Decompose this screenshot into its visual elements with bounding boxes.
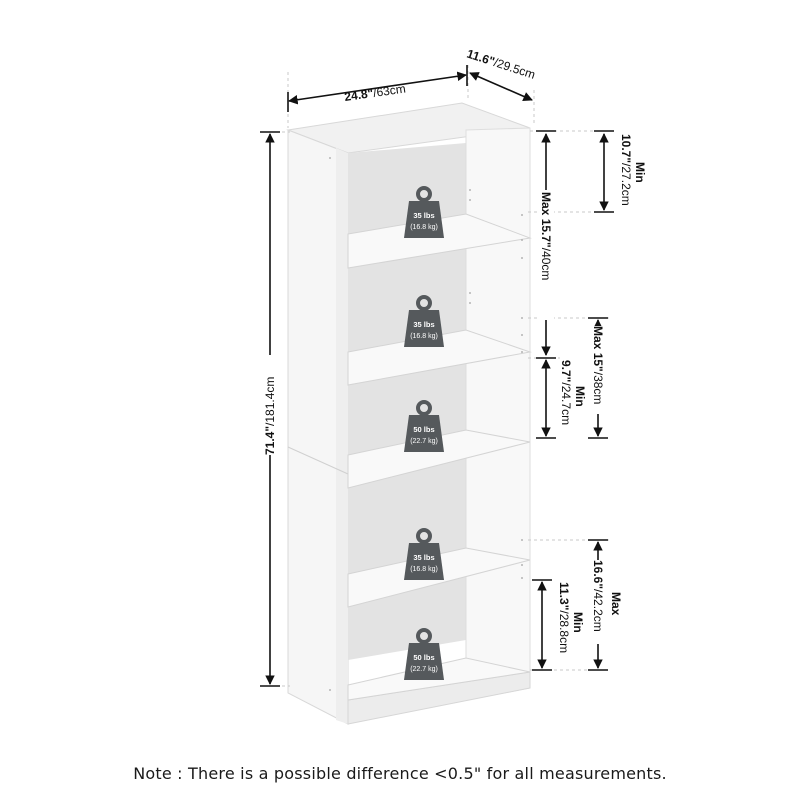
shelf3-max-dimension: Max 15"/38cm (588, 317, 608, 439)
weight-lbs-5: 50 lbs (413, 653, 434, 662)
shelf1-max-metric: /40cm (539, 248, 553, 281)
shelf4-max-imperial: 16.6" (591, 560, 605, 589)
shelf3-max-label: Max 15"/38cm (591, 326, 605, 404)
shelf3-min-dimension: 9.7"/24.7cm Min (536, 357, 587, 439)
height-imperial: 71.4" (263, 426, 277, 455)
shelf1-min-dimension: 10.7"/27.2cm Min (594, 130, 647, 213)
depth-metric: /29.5cm (492, 55, 537, 82)
bookcase-seam (287, 446, 349, 475)
height-dimension: 71.4"/181.4cm (260, 131, 280, 687)
shelf4-max-label: 16.6"/42.2cm (591, 560, 605, 632)
shelf1-min-metric: /27.2cm (619, 163, 633, 206)
shelf5-min-dimension: 11.3"/28.8cm Min (532, 579, 585, 671)
shelf3-min-metric: /24.7cm (559, 382, 573, 425)
shelf5-min-metric: /28.8cm (557, 610, 571, 653)
bookcase-back-panel (348, 143, 466, 660)
height-label: 71.4"/181.4cm (263, 377, 277, 455)
shelf4-max-dimension: 16.6"/42.2cm Max (588, 539, 623, 671)
weight-kg-3: (22.7 kg) (410, 438, 438, 445)
weight-icon-5: 50 lbs (22.7 kg) (404, 628, 444, 680)
depth-label: 11.6"/29.5cm (465, 47, 537, 82)
weight-icon-1: 35 lbs (16.8 kg) (404, 186, 444, 238)
weight-lbs-4: 35 lbs (413, 553, 434, 562)
depth-dimension: 11.6"/29.5cm (465, 47, 537, 101)
shelf4-max-metric: /42.2cm (591, 589, 605, 632)
weight-lbs-3: 50 lbs (413, 425, 434, 434)
width-label: 24.8"/63cm (343, 82, 406, 104)
bookcase (286, 102, 532, 725)
shelf1-max-dimension: Max 15.7"/40cm (536, 130, 556, 356)
weight-icon-3: 50 lbs (22.7 kg) (404, 400, 444, 452)
shelf3-max-prefix: Max (591, 326, 605, 350)
width-dimension: 24.8"/63cm (287, 65, 468, 112)
shelf3-max-imperial: 15" (591, 353, 605, 372)
shelf3-min-imperial: 9.7" (559, 360, 573, 382)
shelf1-min-prefix: Min (633, 162, 647, 183)
height-metric: /181.4cm (263, 377, 277, 426)
weight-kg-4: (16.8 kg) (410, 566, 438, 573)
shelf1-max-imperial: 15.7" (539, 219, 553, 248)
width-metric: /63cm (372, 82, 406, 100)
shelf1-min-label: 10.7"/27.2cm (619, 134, 633, 206)
shelf1-min-imperial: 10.7" (619, 134, 633, 163)
width-imperial: 24.8" (343, 86, 374, 104)
shelf1-max-prefix: Max (539, 192, 553, 216)
weight-icon-4: 35 lbs (16.8 kg) (404, 528, 444, 580)
weight-icon-2: 35 lbs (16.8 kg) (404, 295, 444, 347)
weight-kg-2: (16.8 kg) (410, 333, 438, 340)
measurement-note: Note : There is a possible difference <0… (133, 764, 667, 783)
depth-imperial: 11.6" (465, 47, 496, 69)
weight-kg-5: (22.7 kg) (410, 666, 438, 673)
weight-lbs-2: 35 lbs (413, 320, 434, 329)
shelf5-min-prefix: Min (571, 612, 585, 633)
shelf3-min-prefix: Min (573, 386, 587, 407)
weight-kg-1: (16.8 kg) (410, 224, 438, 231)
bookcase-front-edge (336, 148, 348, 724)
peg-holes (329, 157, 523, 691)
shelf3-max-metric: /38cm (591, 372, 605, 405)
weight-lbs-1: 35 lbs (413, 211, 434, 220)
shelf4-max-prefix: Max (609, 592, 623, 616)
bookcase-right-side (465, 127, 531, 701)
shelf5-min-label: 11.3"/28.8cm (557, 582, 571, 653)
shelf1-max-label: Max 15.7"/40cm (539, 192, 553, 280)
shelf5-min-imperial: 11.3" (557, 582, 571, 610)
shelf3-min-label: 9.7"/24.7cm (559, 360, 573, 425)
